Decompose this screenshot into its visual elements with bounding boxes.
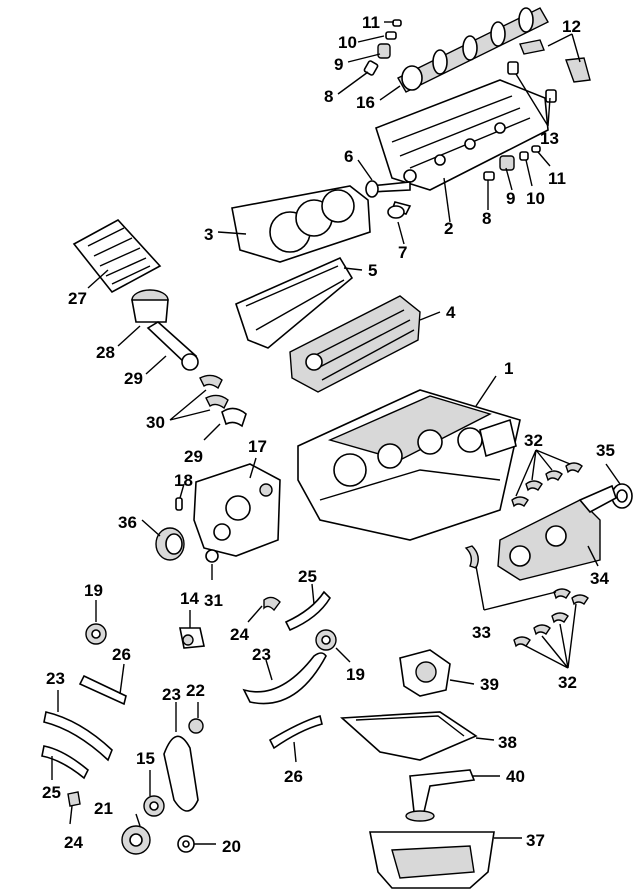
cylinder-head (375, 79, 549, 191)
callout-16: 16 (356, 93, 375, 112)
timing-cover (193, 463, 281, 557)
callout-7: 7 (398, 243, 407, 262)
callout-25a: 25 (298, 567, 317, 586)
callout-5: 5 (368, 261, 377, 280)
callout-27: 27 (68, 289, 87, 308)
crankshaft (497, 484, 617, 581)
callout-17: 17 (248, 437, 267, 456)
main-bearings-upper (511, 462, 583, 508)
callout-10a: 10 (338, 33, 357, 52)
timing-chain-right (242, 652, 327, 705)
callout-8a: 8 (324, 87, 333, 106)
oil-pump (399, 649, 451, 697)
callout-labels: 1 2 3 4 5 6 7 8 8 9 9 10 10 11 11 12 13 … (42, 13, 615, 856)
callout-39: 39 (480, 675, 499, 694)
callout-32b: 32 (558, 673, 577, 692)
callout-38: 38 (498, 733, 517, 752)
engine-block (297, 389, 521, 541)
cam-sprocket-left (85, 623, 107, 645)
callout-11a: 11 (362, 13, 380, 32)
chain-guide-upper (284, 590, 332, 632)
callout-30: 30 (146, 413, 165, 432)
callout-1: 1 (504, 359, 513, 378)
valves (365, 180, 412, 219)
piston-assembly (131, 289, 199, 371)
guide-bolt-lower (67, 791, 81, 807)
piston-rings (72, 218, 162, 294)
callout-32a: 32 (524, 431, 543, 450)
callout-23a: 23 (46, 669, 65, 688)
callout-9a: 9 (334, 55, 343, 74)
camshaft (397, 7, 549, 93)
callout-25b: 25 (42, 783, 61, 802)
front-seal (205, 549, 219, 563)
timing-chain-left (43, 711, 113, 762)
valve-cover-gasket (235, 256, 354, 349)
callout-24b: 24 (64, 833, 83, 852)
crank-sprocket-lower (121, 825, 151, 855)
callout-18: 18 (174, 471, 193, 490)
callout-4: 4 (446, 303, 456, 322)
callout-14: 14 (180, 589, 199, 608)
oil-pan (369, 831, 495, 889)
rod-cap (221, 407, 247, 428)
callout-2: 2 (444, 219, 453, 238)
callout-34: 34 (590, 569, 609, 588)
callout-23c: 23 (162, 685, 181, 704)
valve-cover (289, 295, 421, 393)
callout-3: 3 (204, 225, 213, 244)
callout-22: 22 (186, 681, 205, 700)
chain-guide-left (78, 674, 127, 706)
valve-keepers-right (483, 145, 541, 181)
callout-6: 6 (344, 147, 353, 166)
callout-37: 37 (526, 831, 545, 850)
callout-26b: 26 (284, 767, 303, 786)
leader-lines (51, 21, 621, 845)
callout-11b: 11 (548, 169, 566, 188)
callout-15: 15 (136, 749, 155, 768)
callout-29b: 29 (184, 447, 203, 466)
rod-bearings (199, 374, 229, 410)
callout-10b: 10 (526, 189, 545, 208)
callout-19a: 19 (84, 581, 103, 600)
crank-washer (177, 835, 195, 853)
head-gasket (231, 185, 371, 263)
callout-21: 21 (94, 799, 113, 818)
callout-19b: 19 (346, 665, 365, 684)
dowel-pin (175, 497, 183, 511)
callout-33: 33 (472, 623, 491, 642)
callout-40: 40 (506, 767, 525, 786)
cam-sprocket-right (315, 629, 337, 651)
callout-29a: 29 (124, 369, 143, 388)
callout-23b: 23 (252, 645, 271, 664)
callout-31: 31 (204, 591, 223, 610)
callout-13: 13 (540, 129, 559, 148)
timing-chain-primary (163, 735, 199, 812)
callout-12: 12 (562, 17, 581, 36)
guide-bolt-upper (263, 596, 281, 612)
callout-24a: 24 (230, 625, 249, 644)
valve-keepers-top (363, 19, 402, 76)
callout-35: 35 (596, 441, 615, 460)
oil-pan-gasket (340, 711, 478, 761)
callout-8b: 8 (482, 209, 491, 228)
main-bearings-lower (513, 588, 589, 648)
callout-20: 20 (222, 837, 241, 856)
harmonic-damper (155, 527, 185, 561)
crank-sprocket-upper (143, 795, 165, 817)
chain-guide-lower (41, 745, 89, 780)
thrust-washers (464, 545, 479, 569)
chain-tensioner (179, 627, 205, 649)
rocker-arms (507, 39, 591, 103)
idler-sprocket (188, 718, 204, 734)
callout-36: 36 (118, 513, 137, 532)
oil-pickup-tube (405, 769, 476, 822)
callout-28: 28 (96, 343, 115, 362)
chain-guide-right-lower (268, 714, 323, 750)
callout-9b: 9 (506, 189, 515, 208)
callout-26a: 26 (112, 645, 131, 664)
